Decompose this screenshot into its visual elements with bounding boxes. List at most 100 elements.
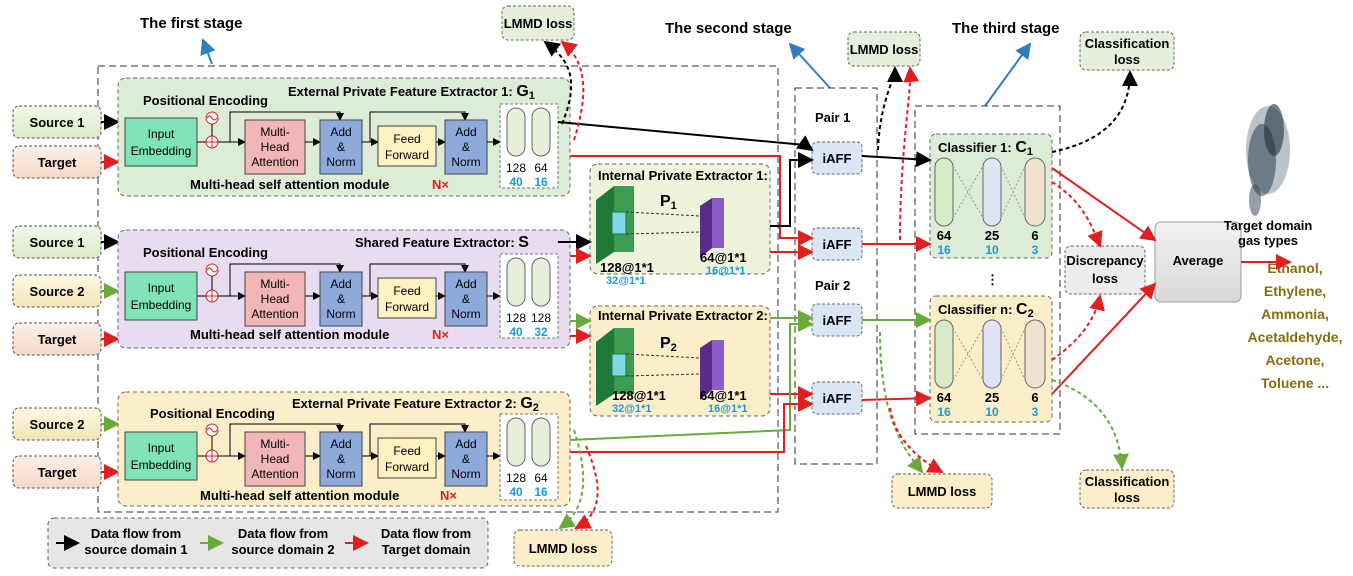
svg-text:16: 16 [937, 405, 951, 419]
svg-text:Multi-head self attention modu: Multi-head self attention module [190, 177, 389, 192]
svg-text:Norm: Norm [326, 155, 355, 169]
input-source1-top: Source 1 [12, 105, 102, 139]
svg-text:loss: loss [1114, 52, 1140, 67]
svg-text:N×: N× [432, 327, 449, 342]
svg-text:Toluene ...: Toluene ... [1261, 375, 1329, 391]
svg-text:40: 40 [509, 175, 523, 189]
svg-text:Discrepancy: Discrepancy [1066, 253, 1144, 268]
svg-text:Embedding: Embedding [131, 458, 192, 472]
svg-text:Add: Add [455, 437, 476, 451]
svg-text:Positional Encoding: Positional Encoding [143, 93, 268, 108]
svg-text:&: & [462, 292, 470, 306]
first-stage-label: The first stage [140, 15, 243, 32]
svg-text:32@1*1: 32@1*1 [606, 275, 645, 287]
second-stage-box [794, 87, 878, 465]
svg-text:16@1*1: 16@1*1 [708, 403, 747, 415]
lmmd-loss-top-mid: LMMD loss [847, 31, 921, 67]
svg-text:P2: P2 [660, 335, 677, 354]
svg-text:Embedding: Embedding [131, 298, 192, 312]
svg-text:64@1*1: 64@1*1 [700, 250, 747, 265]
iaff-1: iAFF [811, 141, 863, 175]
svg-text:Input: Input [148, 441, 175, 455]
lmmd-loss-bottom-left: LMMD loss [513, 529, 613, 567]
svg-text:Multi-head self attention modu: Multi-head self attention module [200, 488, 399, 503]
pair1-label: Pair 1 [815, 110, 850, 125]
svg-text:32: 32 [534, 325, 548, 339]
classifier-ellipsis: ⋮ [986, 272, 999, 287]
lmmd-loss-bottom-mid: LMMD loss [891, 473, 993, 509]
iaff-2: iAFF [811, 227, 863, 261]
input-source2-bottom: Source 2 [12, 407, 102, 441]
svg-text:Norm: Norm [326, 467, 355, 481]
svg-text:64@1*1: 64@1*1 [700, 388, 747, 403]
svg-text:Acetone,: Acetone, [1265, 352, 1324, 368]
input-source2-mid: Source 2 [12, 274, 102, 308]
svg-text:source domain 1: source domain 1 [84, 542, 187, 557]
svg-text:iAFF: iAFF [823, 151, 852, 166]
svg-text:32@1*1: 32@1*1 [612, 403, 651, 415]
svg-text:iAFF: iAFF [823, 391, 852, 406]
svg-text:Forward: Forward [385, 300, 429, 314]
svg-text:Positional Encoding: Positional Encoding [143, 245, 268, 260]
svg-text:Internal Private Extractor 2:: Internal Private Extractor 2: [598, 308, 768, 323]
svg-text:P1: P1 [660, 193, 677, 212]
svg-text:40: 40 [509, 485, 523, 499]
third-stage-box [914, 105, 1061, 435]
svg-text:Target: Target [38, 332, 77, 347]
svg-text:&: & [337, 140, 345, 154]
svg-text:iAFF: iAFF [823, 237, 852, 252]
svg-text:Data flow from: Data flow from [381, 526, 471, 541]
internal-extractor-p1: Internal Private Extractor 1: P1 128@1*1… [589, 163, 771, 287]
svg-text:Multi-: Multi- [260, 125, 289, 139]
svg-text:Classifier n: C2: Classifier n: C2 [938, 301, 1034, 320]
classifier-1: Classifier 1: C1 64 25 6 16 10 3 [929, 133, 1053, 259]
svg-text:External Private Feature Extra: External Private Feature Extractor 2: G2 [292, 395, 539, 414]
svg-text:Feed: Feed [393, 444, 420, 458]
svg-text:LMMD loss: LMMD loss [908, 484, 977, 499]
svg-text:128@1*1: 128@1*1 [612, 388, 666, 403]
svg-text:LMMD loss: LMMD loss [504, 16, 573, 31]
svg-text:Source 1: Source 1 [30, 235, 85, 250]
svg-text:Add: Add [330, 277, 351, 291]
svg-text:&: & [462, 452, 470, 466]
svg-text:16: 16 [534, 175, 548, 189]
svg-text:LMMD loss: LMMD loss [850, 42, 919, 57]
svg-text:loss: loss [1114, 490, 1140, 505]
svg-text:Source 1: Source 1 [30, 115, 85, 130]
svg-text:Norm: Norm [451, 467, 480, 481]
svg-text:Multi-: Multi- [260, 277, 289, 291]
svg-text:Feed: Feed [393, 284, 420, 298]
svg-text:Add: Add [455, 125, 476, 139]
svg-text:Source 2: Source 2 [30, 284, 85, 299]
extractor-g2: External Private Feature Extractor 2: G2… [117, 391, 571, 507]
svg-text:16@1*1: 16@1*1 [706, 265, 745, 277]
flow-arrows [557, 121, 1292, 453]
gas-plume-image [1246, 104, 1290, 216]
svg-text:Head: Head [261, 452, 290, 466]
input-target-bottom: Target [12, 455, 102, 489]
input-target-top: Target [12, 145, 102, 179]
third-stage-label: The third stage [952, 20, 1060, 37]
svg-text:Classification: Classification [1085, 474, 1170, 489]
svg-text:Classifier 1: C1: Classifier 1: C1 [938, 139, 1033, 158]
svg-text:Add: Add [330, 437, 351, 451]
svg-text:16: 16 [534, 485, 548, 499]
svg-text:3: 3 [1032, 243, 1039, 257]
svg-text:128@1*1: 128@1*1 [600, 260, 654, 275]
svg-text:40: 40 [509, 325, 523, 339]
svg-text:loss: loss [1092, 271, 1118, 286]
svg-text:Source 2: Source 2 [30, 417, 85, 432]
svg-text:Multi-head self attention modu: Multi-head self attention module [190, 327, 389, 342]
svg-text:Average: Average [1173, 253, 1224, 268]
svg-text:Embedding: Embedding [131, 144, 192, 158]
svg-text:Internal Private Extractor 1:: Internal Private Extractor 1: [598, 168, 768, 183]
svg-text:64: 64 [937, 228, 952, 243]
svg-text:Ethylene,: Ethylene, [1264, 283, 1326, 299]
svg-text:Attention: Attention [251, 467, 298, 481]
svg-text:&: & [337, 452, 345, 466]
svg-text:LMMD loss: LMMD loss [529, 541, 598, 556]
svg-text:128: 128 [531, 311, 551, 325]
svg-text:Input: Input [148, 127, 175, 141]
